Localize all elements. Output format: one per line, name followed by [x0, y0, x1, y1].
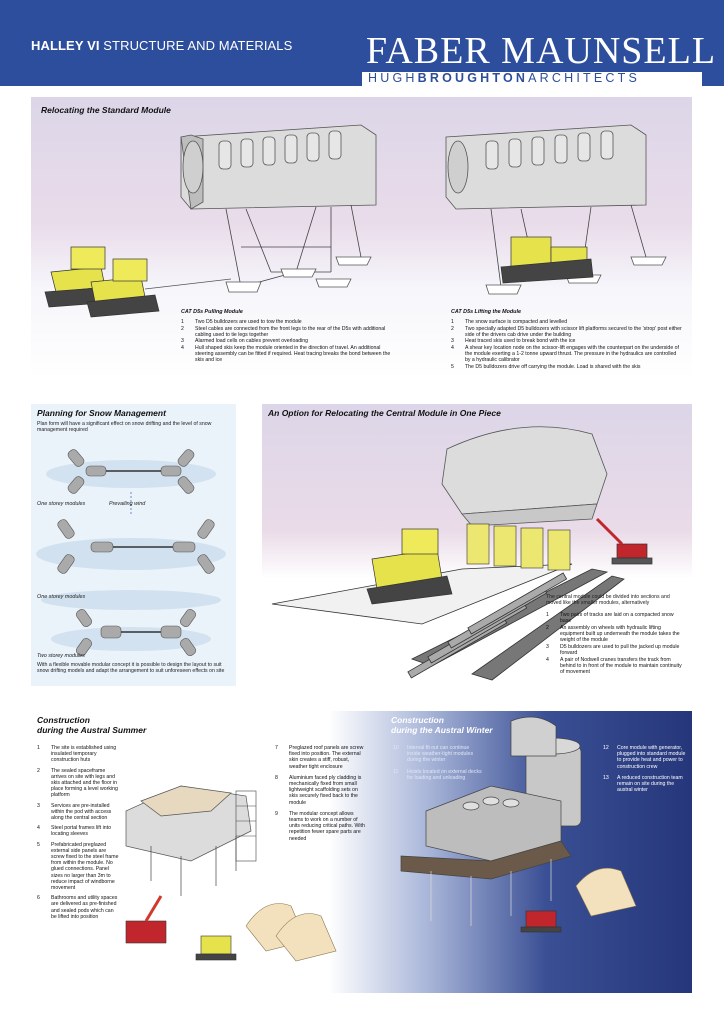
wind-label: Prevailing wind	[109, 501, 146, 507]
lifting-assembly	[466, 523, 571, 571]
module-left	[180, 124, 377, 293]
page-title-rest: STRUCTURE AND MATERIALS	[99, 38, 293, 53]
bulldozer-central	[366, 528, 453, 605]
header-bar	[0, 0, 724, 86]
central-illustration	[271, 426, 653, 681]
snow-panel: Planning for Snow Management Plan form w…	[31, 404, 236, 686]
module-layout-1	[67, 449, 195, 494]
relocate-panel: Relocating the Standard Module CAT D5s P…	[31, 97, 692, 379]
construction-illustration	[125, 716, 637, 962]
construction-panel: Construction during the Austral Summer 1…	[31, 711, 692, 993]
faber-maunsell-logo: FABER MAUNSELL HUGHBROUGHTONARCHITECTS	[362, 28, 715, 86]
module-layout-2	[57, 519, 215, 574]
snow-label-3: Two storey modules	[37, 653, 85, 659]
summer-title-2: during the Austral Summer	[37, 725, 147, 735]
bulldozer-small	[195, 935, 237, 961]
logo-sub-a: HUGH	[368, 71, 418, 85]
page-title-bold: HALLEY VI	[31, 38, 100, 53]
relocate-title: Relocating the Standard Module	[41, 105, 171, 115]
snow-title: Planning for Snow Management	[37, 408, 166, 418]
nodwell-crane	[595, 517, 653, 565]
right-caption: CAT D5s Lifting the Module	[451, 309, 521, 315]
snow-intro: Plan form will have a significant effect…	[37, 421, 212, 434]
snow-outro: With a flexible movable modular concept …	[37, 662, 225, 675]
logo-sub-text: HUGHBROUGHTONARCHITECTS	[368, 71, 640, 85]
logo-main-text: FABER MAUNSELL	[366, 30, 717, 72]
winter-hut	[575, 867, 637, 917]
winter-title-2: during the Austral Winter	[391, 725, 493, 735]
snow-label-1: One storey modules	[37, 501, 86, 507]
central-panel: An Option for Relocating the Central Mod…	[262, 404, 692, 686]
winter-module	[400, 785, 572, 926]
winter-vehicle	[520, 910, 562, 933]
module-right	[445, 124, 667, 295]
logo-underline-band	[362, 72, 702, 86]
relocate-illustration	[44, 124, 667, 318]
logo-sub-b: BROUGHTON	[417, 71, 529, 85]
construction-huts	[245, 903, 337, 962]
bulldozer-left	[44, 246, 232, 318]
summer-title-1: Construction	[37, 715, 90, 725]
logo-sub-c: ARCHITECTS	[528, 71, 640, 85]
snow-label-2: One storey modules	[37, 594, 86, 600]
left-caption: CAT D5s Pulling Module	[181, 309, 243, 315]
winter-title-1: Construction	[391, 715, 444, 725]
central-intro: The central module could be divided into…	[546, 594, 670, 607]
snow-illustration	[36, 449, 226, 656]
scaffold-tower	[235, 790, 257, 862]
central-module	[441, 426, 608, 527]
central-title: An Option for Relocating the Central Mod…	[268, 408, 501, 418]
crane-red	[125, 895, 167, 944]
summer-module	[125, 785, 252, 896]
page-title: HALLEY VI STRUCTURE AND MATERIALS	[31, 38, 292, 53]
module-layout-3	[76, 609, 196, 656]
